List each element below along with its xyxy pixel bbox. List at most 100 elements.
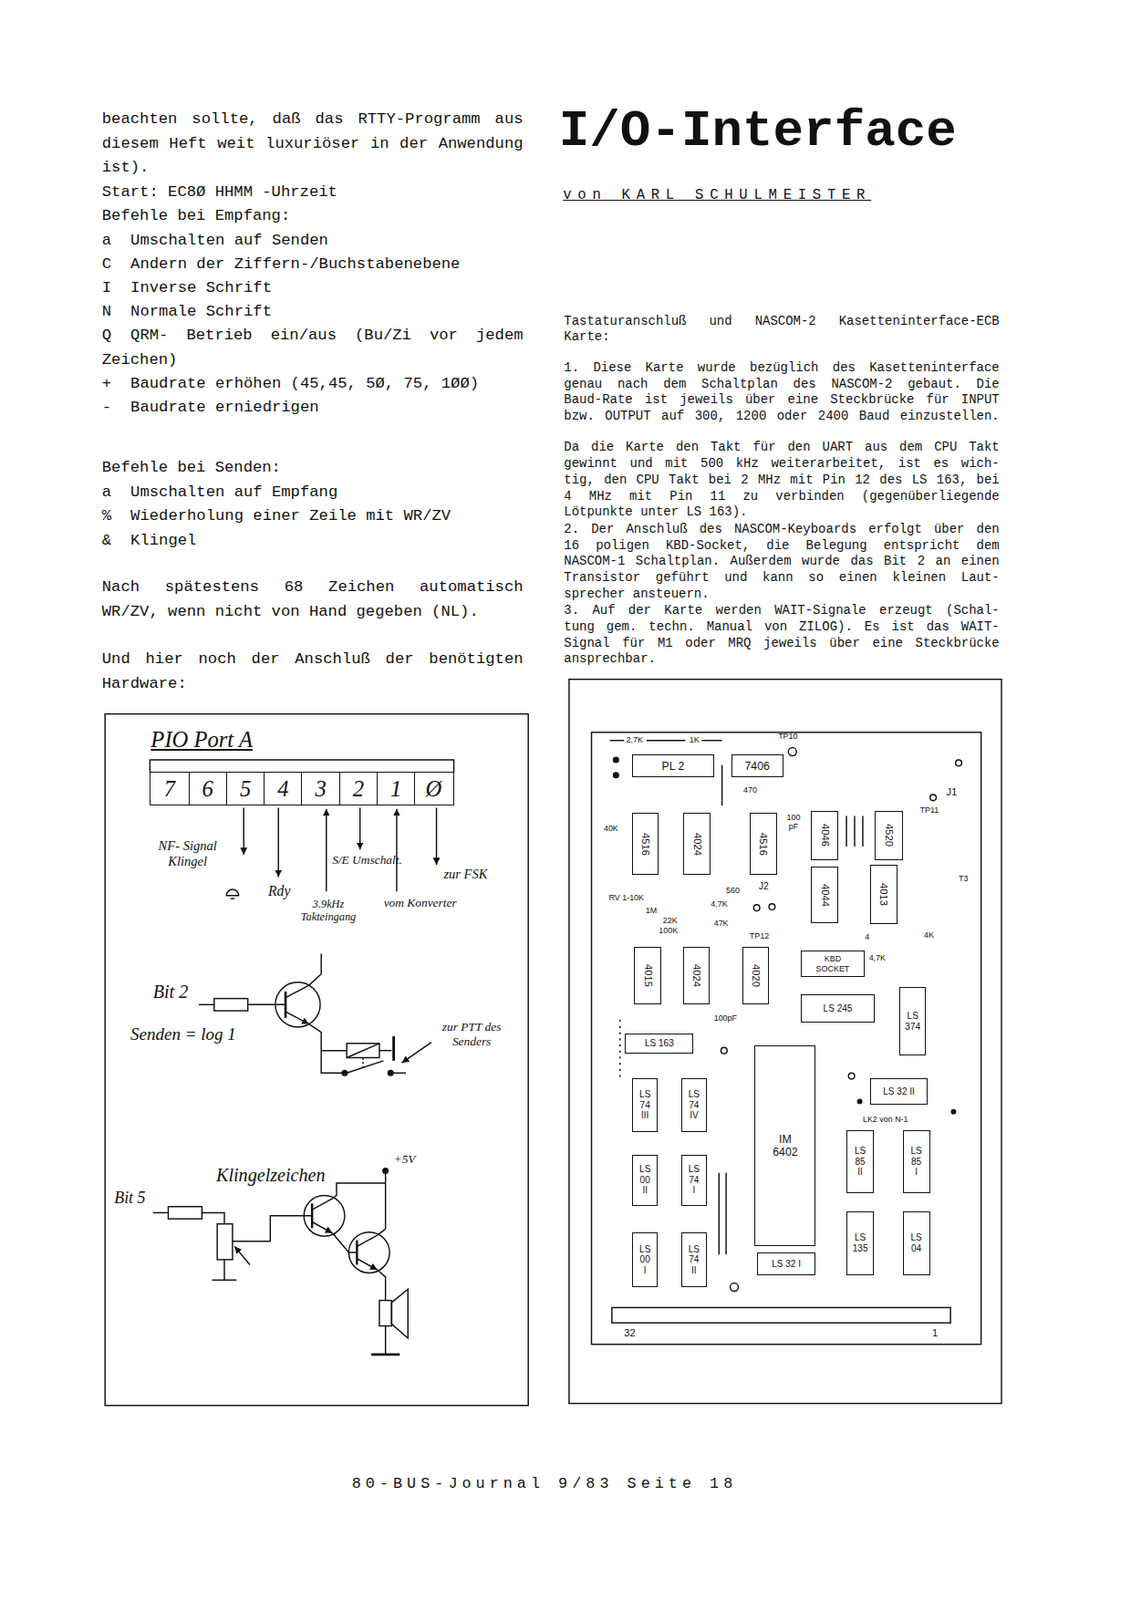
signal-arrow bbox=[149, 759, 454, 772]
bit-cell: Ø bbox=[414, 772, 452, 805]
body-text: a bbox=[102, 483, 112, 502]
pcb-layout bbox=[721, 1047, 728, 1054]
body-text: Und hier noch der Anschluß der benötigte… bbox=[102, 650, 524, 669]
figure-frame bbox=[569, 679, 1002, 1404]
pcb-label: LK2 von N-1 bbox=[862, 1114, 909, 1124]
signal-label: Bit 5 bbox=[114, 1188, 146, 1208]
chip-label: LS 74 IV bbox=[682, 1089, 706, 1121]
pcb-label: 4,7K bbox=[710, 899, 727, 909]
bit-number: 7 bbox=[164, 776, 176, 802]
ic-chip: 4020 bbox=[742, 946, 769, 1006]
pcb-layout bbox=[612, 1307, 951, 1323]
chip-label: KBD SOCKET bbox=[801, 954, 864, 974]
pcb-label: 100pF bbox=[714, 1013, 737, 1023]
ic-chip: LS 74 I bbox=[681, 1154, 707, 1206]
body-text: 2. Der Anschluß des NASCOM-Keyboards erf… bbox=[563, 521, 999, 537]
body-text: beachten sollte, daß das RTTY-Programm a… bbox=[102, 110, 524, 129]
body-text: Q bbox=[102, 326, 112, 345]
ic-chip: 7406 bbox=[731, 754, 784, 778]
body-text: Zeichen) bbox=[102, 351, 178, 370]
pcb-layout bbox=[619, 1019, 621, 1081]
body-text: Signal für M1 oder MRQ jeweils über eine… bbox=[563, 635, 999, 651]
ptt-switch-circuit bbox=[392, 1072, 406, 1074]
pcb-label: 100 pF bbox=[783, 812, 804, 832]
bell-circuit bbox=[356, 1258, 377, 1270]
ptt-switch-circuit bbox=[379, 1049, 392, 1051]
ic-chip: 4013 bbox=[870, 864, 898, 924]
ic-chip: LS 74 II bbox=[681, 1232, 707, 1287]
bell-circuit bbox=[217, 1224, 233, 1260]
bell-symbol bbox=[230, 897, 235, 899]
figure-frame bbox=[104, 679, 1002, 1406]
body-text: gewinnt und mit 500 kHz weiterarbeitet, … bbox=[563, 456, 999, 471]
pcb-layout bbox=[848, 1072, 855, 1080]
pcb-layout bbox=[591, 732, 982, 1345]
bell-circuit bbox=[153, 1212, 169, 1214]
body-text: Umschalten auf Empfang bbox=[130, 483, 338, 502]
chip-label: 7406 bbox=[745, 759, 770, 773]
body-text: 4 MHz mit Pin 11 zu verbinden (gegenüber… bbox=[563, 488, 999, 504]
pcb-layout bbox=[730, 1283, 739, 1292]
pcb-layout bbox=[753, 904, 760, 912]
pcb-layout bbox=[951, 1110, 955, 1114]
ptt-switch-circuit bbox=[346, 1060, 384, 1073]
ptt-switch-circuit bbox=[198, 1004, 215, 1006]
bit-number: 3 bbox=[314, 776, 326, 802]
ptt-switch-circuit bbox=[275, 982, 321, 1028]
ic-chip: LS 374 bbox=[899, 986, 926, 1056]
chip-label: 4013 bbox=[877, 882, 890, 906]
ptt-switch-circuit bbox=[248, 1004, 286, 1006]
body-text: Transistor geführt und kann so einen kle… bbox=[563, 570, 999, 585]
pcb-layout bbox=[718, 1172, 720, 1255]
body-text: Start: EC8Ø HHMM -Uhrzeit bbox=[102, 183, 338, 202]
ptt-switch-circuit bbox=[346, 1043, 380, 1059]
chip-label: LS 74 II bbox=[682, 1244, 706, 1277]
body-text: genau nach dem Schaltplan des NASCOM-2 g… bbox=[563, 376, 999, 392]
signal-arrow bbox=[149, 759, 454, 892]
body-text: Lötpunkte unter LS 163). bbox=[563, 504, 748, 519]
signal-label: Senden = log 1 bbox=[130, 1024, 237, 1045]
chip-label: LS 135 bbox=[847, 1232, 873, 1254]
ic-chip: PL 2 bbox=[632, 754, 714, 778]
bell-circuit bbox=[355, 1240, 358, 1266]
pcb-label: TP10 bbox=[778, 731, 798, 741]
chip-label: LS 74 III bbox=[632, 1089, 657, 1121]
chip-label: 4020 bbox=[749, 964, 762, 987]
bell-symbol bbox=[226, 889, 239, 899]
illustration bbox=[104, 679, 1002, 1406]
signal-label: Klingelzeichen bbox=[216, 1164, 326, 1186]
ptt-switch-circuit bbox=[198, 953, 432, 1076]
bit-cell: 6 bbox=[188, 772, 227, 805]
signal-label: S/E Umschalt. bbox=[331, 852, 403, 867]
body-text: QRM- Betrieb ein/aus (Bu/Zi vor jedem bbox=[130, 326, 523, 345]
pcb-layout bbox=[610, 739, 625, 741]
body-text: Baud-Rate ist jeweils über eine Steckbrü… bbox=[563, 392, 999, 407]
body-text: N bbox=[102, 302, 112, 322]
ic-chip: LS 245 bbox=[800, 994, 876, 1023]
bell-circuit bbox=[167, 1206, 202, 1219]
body-text: 3. Auf der Karte werden WAIT-Signale erz… bbox=[563, 602, 999, 618]
ptt-switch-circuit bbox=[362, 1057, 364, 1067]
signal-label: zur FSK bbox=[443, 866, 488, 882]
signal-label: zur PTT des Senders bbox=[433, 1019, 510, 1048]
pcb-label: 22K bbox=[663, 915, 678, 925]
ic-chip: 4015 bbox=[633, 946, 661, 1006]
body-text: Normale Schrift bbox=[130, 302, 272, 322]
ptt-switch-circuit bbox=[387, 1069, 394, 1076]
signal-arrow bbox=[395, 809, 397, 893]
body-text: ist). bbox=[102, 158, 150, 177]
ic-chip: LS 32 I bbox=[757, 1252, 817, 1276]
signal-arrow bbox=[325, 809, 327, 893]
bit-number: 5 bbox=[239, 776, 251, 802]
ptt-switch-circuit bbox=[392, 1036, 395, 1061]
pcb-layout bbox=[861, 815, 863, 847]
bell-circuit bbox=[311, 1222, 333, 1234]
ptt-switch-circuit bbox=[214, 998, 249, 1011]
ic-chip: KBD SOCKET bbox=[800, 950, 865, 977]
ptt-switch-circuit bbox=[346, 1043, 380, 1059]
ic-chip: LS 74 III bbox=[632, 1078, 658, 1132]
signal-label: 3.9kHz Takteingang bbox=[288, 897, 368, 924]
bit-number: Ø bbox=[425, 776, 443, 802]
body-text: Andern der Ziffern-/Buchstabenebene bbox=[130, 255, 460, 274]
body-text: bzw. OUTPUT auf 300, 1200 oder 2400 Baud… bbox=[563, 408, 999, 424]
